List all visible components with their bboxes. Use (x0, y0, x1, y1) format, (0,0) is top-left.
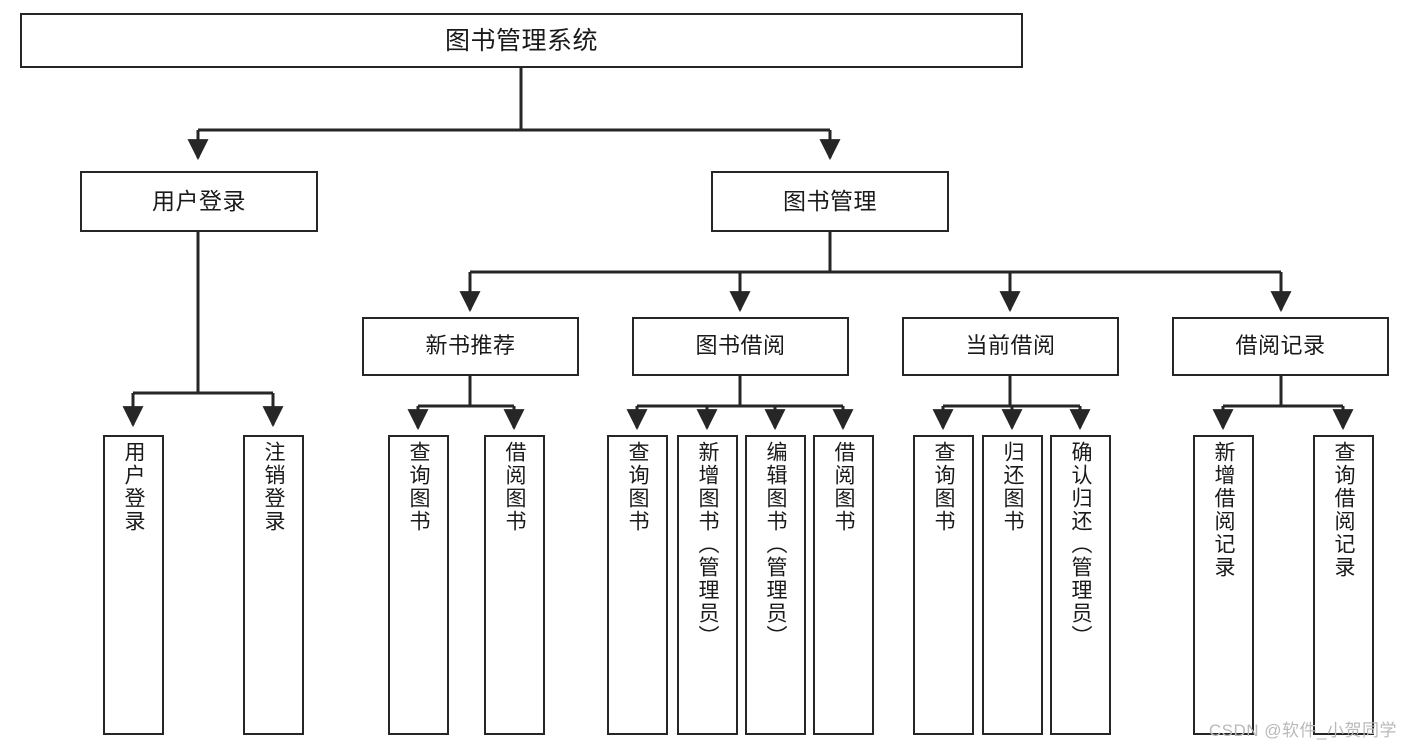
node-book-borrow[interactable]: 图书借阅 (632, 317, 849, 376)
node-label: 借阅记录 (1235, 333, 1326, 359)
leaf-new-book-query-book[interactable]: 查询图书 (388, 435, 449, 735)
node-borrow-record[interactable]: 借阅记录 (1172, 317, 1389, 376)
leaf-book-borrow-borrow-book[interactable]: 借阅图书 (813, 435, 874, 735)
leaf-borrow-record-query-record[interactable]: 查询借阅记录 (1313, 435, 1374, 735)
node-label: 图书借阅 (695, 333, 786, 359)
leaf-book-borrow-edit-book-admin[interactable]: 编辑图书（管理员） (745, 435, 806, 735)
leaf-borrow-record-add-record[interactable]: 新增借阅记录 (1193, 435, 1254, 735)
node-label: 用户登录 (122, 441, 145, 533)
node-current-borrow[interactable]: 当前借阅 (902, 317, 1119, 376)
node-label: 图书管理系统 (444, 26, 598, 55)
node-label: 注销登录 (262, 441, 285, 533)
csdn-watermark: CSDN @软件_小贺同学 (1208, 721, 1397, 740)
leaf-book-borrow-add-book-admin[interactable]: 新增图书（管理员） (677, 435, 738, 735)
leaf-user-login-logout[interactable]: 注销登录 (243, 435, 304, 735)
node-root-book-management-system[interactable]: 图书管理系统 (20, 13, 1023, 68)
node-label: 用户登录 (152, 187, 246, 214)
leaf-user-login-login[interactable]: 用户登录 (103, 435, 164, 735)
node-label: 借阅图书 (503, 441, 526, 533)
leaf-current-borrow-query-book[interactable]: 查询图书 (913, 435, 974, 735)
node-label: 归还图书 (1001, 441, 1024, 533)
node-new-book-recommend[interactable]: 新书推荐 (362, 317, 579, 376)
node-label: 新书推荐 (425, 333, 516, 359)
leaf-new-book-borrow-book[interactable]: 借阅图书 (484, 435, 545, 735)
node-label: 查询借阅记录 (1332, 441, 1355, 579)
leaf-current-borrow-confirm-return-admin[interactable]: 确认归还（管理员） (1050, 435, 1111, 735)
node-user-login[interactable]: 用户登录 (80, 171, 318, 232)
node-label: 查询图书 (932, 441, 955, 533)
node-label: 确认归还（管理员） (1069, 441, 1092, 648)
node-label: 编辑图书（管理员） (764, 441, 787, 648)
node-label: 图书管理 (783, 187, 877, 214)
node-book-management[interactable]: 图书管理 (711, 171, 949, 232)
node-label: 查询图书 (626, 441, 649, 533)
node-label: 查询图书 (407, 441, 430, 533)
node-label: 新增图书（管理员） (696, 441, 719, 648)
node-label: 借阅图书 (832, 441, 855, 533)
leaf-book-borrow-query-book[interactable]: 查询图书 (607, 435, 668, 735)
leaf-current-borrow-return-book[interactable]: 归还图书 (982, 435, 1043, 735)
node-label: 新增借阅记录 (1212, 441, 1235, 579)
node-label: 当前借阅 (965, 333, 1056, 359)
